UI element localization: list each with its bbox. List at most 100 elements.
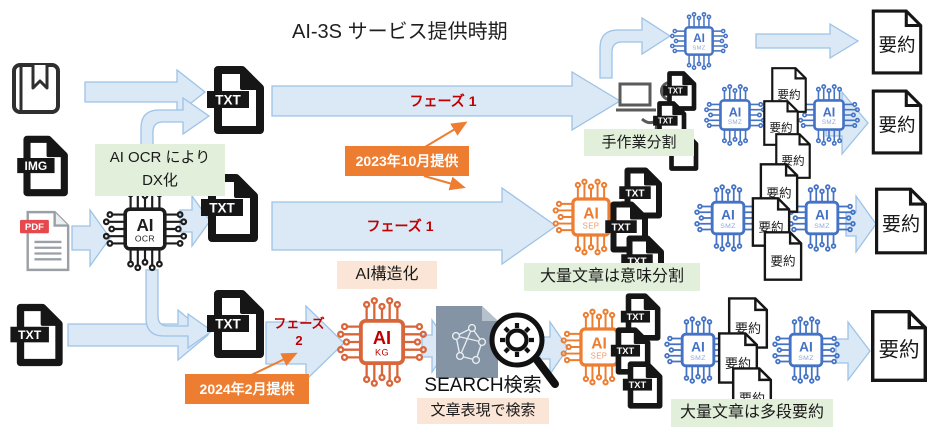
summary-doc-2: 要約 <box>866 88 928 156</box>
svg-text:TXT: TXT <box>627 312 645 322</box>
elbow-arrow-to-top-smz <box>599 16 672 79</box>
callout-feb2024: 2024年2月提供 <box>185 374 309 404</box>
svg-text:SMZ: SMZ <box>814 223 830 230</box>
svg-text:SMZ: SMZ <box>728 119 742 126</box>
semantic-split-label: 大量文章は意味分割 <box>524 263 700 291</box>
svg-text:要約: 要約 <box>878 34 915 55</box>
svg-text:TXT: TXT <box>611 222 631 233</box>
svg-text:AI: AI <box>799 339 813 354</box>
svg-text:TXT: TXT <box>629 380 647 390</box>
svg-text:TXT: TXT <box>215 317 241 332</box>
svg-text:OCR: OCR <box>135 234 155 244</box>
arrow-search-to-sep <box>539 319 569 377</box>
arrow-ocr-to-txt2 <box>179 193 211 249</box>
img-file-icon: IMG <box>17 134 70 198</box>
svg-text:AI: AI <box>823 105 836 119</box>
phase1-row2-label: フェーズ 1 <box>366 218 434 234</box>
txt-file3-icon: TXT <box>207 288 266 360</box>
txt-file2-icon: TXT <box>201 172 260 244</box>
svg-text:TXT: TXT <box>625 188 645 199</box>
arrow-row2-to-doc3 <box>845 193 877 255</box>
svg-text:AI: AI <box>729 105 742 119</box>
svg-text:AI: AI <box>693 32 705 45</box>
svg-text:要約: 要約 <box>878 114 915 135</box>
svg-text:KG: KG <box>375 347 389 357</box>
svg-text:要約: 要約 <box>766 186 791 200</box>
phase1-row1-label: フェーズ 1 <box>409 93 477 109</box>
svg-text:AI: AI <box>721 207 735 222</box>
diagram-title: AI-3S サービス提供時期 <box>292 21 508 43</box>
elbow-arrow-ocr-up-to-txt1 <box>140 96 211 161</box>
svg-text:SEP: SEP <box>583 221 600 230</box>
svg-text:AI: AI <box>373 327 391 348</box>
svg-text:要約: 要約 <box>878 338 919 361</box>
arrow-phase1-row2 <box>271 186 558 266</box>
svg-text:TXT: TXT <box>658 117 673 126</box>
svg-text:AI: AI <box>583 206 599 223</box>
txt-stack-file: TXT <box>605 200 650 254</box>
callout-oct2023: 2023年10月提供 <box>345 146 469 176</box>
summary-stack-file: 要約 <box>756 162 802 214</box>
summary-stack-file: 要約 <box>748 196 794 248</box>
txt-stack-file: TXT <box>663 70 698 112</box>
svg-text:要約: 要約 <box>769 121 792 135</box>
phase2-label: フェーズ 2 <box>273 316 325 348</box>
svg-text:AI: AI <box>136 216 153 235</box>
svg-text:TXT: TXT <box>668 87 683 96</box>
callout-arrow-feb2024 <box>242 352 298 380</box>
txt-file1-icon: TXT <box>207 64 266 136</box>
multistage-summary-label: 大量文章は多段要約 <box>671 399 833 427</box>
summary-doc-3: 要約 <box>869 186 933 256</box>
txt-stack-file: TXT <box>619 166 664 220</box>
ocr-dx-label: AI OCR により DX化 <box>95 144 225 196</box>
svg-text:SMZ: SMZ <box>822 119 836 126</box>
svg-text:TXT: TXT <box>215 93 241 108</box>
arrow-txtsrc-to-txt3 <box>67 308 210 362</box>
svg-text:SMZ: SMZ <box>692 46 705 52</box>
svg-text:SMZ: SMZ <box>720 223 736 230</box>
arrow-row3-to-doc4 <box>835 320 871 382</box>
callout-arrow-oct2023-down <box>423 175 466 191</box>
img-badge-label: IMG <box>25 159 48 173</box>
svg-text:要約: 要約 <box>758 220 783 234</box>
summary-stack-file: 要約 <box>768 66 810 114</box>
svg-text:SMZ: SMZ <box>798 355 814 362</box>
txt-source-file-icon: TXT <box>10 302 66 368</box>
arrow-phase1-row1 <box>271 70 622 132</box>
svg-text:TXT: TXT <box>18 328 42 342</box>
svg-text:要約: 要約 <box>725 356 751 371</box>
arrow-pdf-to-ocr <box>71 207 111 269</box>
summary-stack-file: 要約 <box>760 99 802 147</box>
ai-structuring-label: AI構造化 <box>337 261 437 289</box>
search-sub-label: 文章表現で検索 <box>417 398 549 424</box>
summary-stack-file: 要約 <box>724 296 772 350</box>
summary-doc-1: 要約 <box>866 8 928 76</box>
svg-text:要約: 要約 <box>770 254 795 268</box>
manual-split-label: 手作業分割 <box>584 129 694 156</box>
txt-stack-file: TXT <box>622 360 664 410</box>
txt-stack-file: TXT <box>610 326 652 376</box>
magnifier-gear-icon <box>489 312 559 388</box>
summary-stack-file: 要約 <box>760 230 806 282</box>
callout-arrow-oct2023-up <box>424 121 468 148</box>
search-title-label: SEARCH検索 <box>424 375 542 396</box>
txt-stack-file: TXT <box>620 292 662 342</box>
svg-text:TXT: TXT <box>209 201 235 216</box>
arrow-topsmz-to-doc1 <box>755 22 860 60</box>
pdf-badge-label: PDF <box>25 222 44 233</box>
search-network-doc-icon <box>436 306 498 378</box>
svg-text:要約: 要約 <box>735 321 761 336</box>
svg-text:TXT: TXT <box>627 256 647 267</box>
elbow-arrow-ocr-down-to-txt3 <box>145 269 214 350</box>
svg-text:要約: 要約 <box>777 88 800 102</box>
svg-text:AI: AI <box>691 339 705 354</box>
